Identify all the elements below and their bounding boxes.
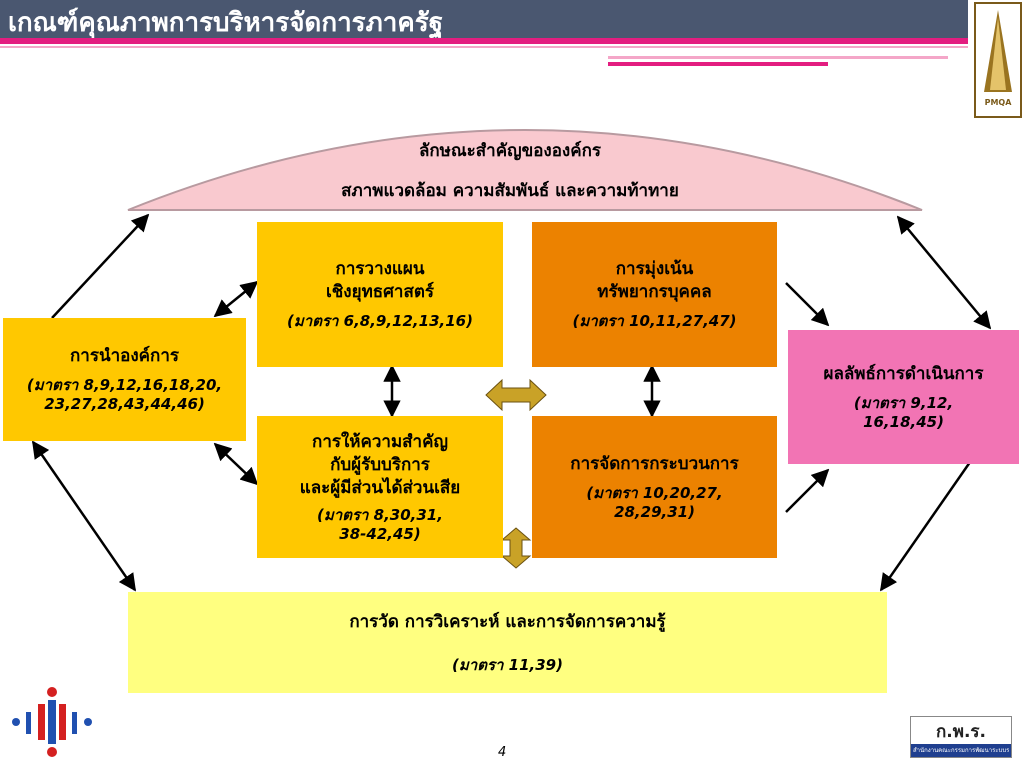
gold-double-arrow-horizontal [485, 378, 547, 412]
page-title: เกณฑ์คุณภาพการบริหารจัดการภาครัฐ [8, 8, 444, 38]
gold-double-arrow-vertical [500, 527, 532, 569]
process-ref-line1: (มาตรา 10,20,27, [586, 483, 723, 502]
arrow-measurement-results [879, 440, 986, 592]
customer-title-line3: และผู้มีส่วนได้ส่วนเสีย [299, 477, 461, 498]
org-profile-dome [127, 129, 923, 211]
opdc-logo-text: ก.พ.ร. [935, 722, 986, 742]
hr-title-line2: ทรัพยากรบุคคล [597, 282, 712, 302]
measurement-title: การวัด การวิเคราะห์ และการจัดการความรู้ [349, 611, 666, 632]
opdc-logo: ก.พ.ร. สำนักงานคณะกรรมการพัฒนาระบบราชการ [910, 716, 1012, 758]
measurement-ref: (มาตรา 11,39) [452, 655, 563, 674]
hr-title-line1: การมุ่งเน้น [615, 259, 694, 279]
customer-ref-line1: (มาตรา 8,30,31, [317, 505, 443, 524]
results-ref-line2: 16,18,45) [863, 412, 944, 431]
pmqa-tower-icon [984, 10, 1012, 92]
customer-title-line1: การให้ความสำคัญ [312, 431, 448, 452]
results-ref-line1: (มาตรา 9,12, [853, 393, 954, 412]
org-profile-subtitle: สภาพแวดล้อม ความสัมพันธ์ และความท้าทาย [341, 181, 679, 201]
planning-title-line1: การวางแผน [335, 259, 425, 279]
leadership-ref-line1: (มาตรา 8,9,12,16,18,20, [26, 376, 223, 394]
arrow-leadership-measurement [31, 440, 137, 592]
box-process-management[interactable]: การจัดการกระบวนการ (มาตรา 10,20,27, 28,2… [532, 416, 777, 558]
header-accent-line [0, 38, 968, 44]
customer-ref-line2: 38-42,45) [339, 524, 421, 543]
hr-ref: (มาตรา 10,11,27,47) [572, 312, 737, 330]
box-customer-focus[interactable]: การให้ความสำคัญ กับผู้รับบริการ และผู้มี… [257, 416, 503, 558]
arrow-leadership-to-dome [51, 213, 150, 319]
process-title: การจัดการกระบวนการ [570, 453, 739, 474]
box-leadership[interactable]: การนำองค์การ (มาตรา 8,9,12,16,18,20, 23,… [3, 318, 246, 441]
box-hr-focus[interactable]: การมุ่งเน้น ทรัพยากรบุคคล (มาตรา 10,11,2… [532, 222, 777, 367]
arrow-hr-to-results [785, 282, 830, 327]
arrow-leadership-customer [213, 442, 259, 486]
opdc-logo-caption: สำนักงานคณะกรรมการพัฒนาระบบราชการ [913, 747, 1009, 754]
planning-ref: (มาตรา 6,8,9,12,13,16) [287, 312, 473, 330]
planning-title-line2: เชิงยุทธศาสตร์ [325, 282, 435, 302]
page-number: 4 [498, 745, 507, 760]
results-title: ผลลัพธ์การดำเนินการ [823, 363, 984, 384]
arrow-process-to-results [785, 468, 830, 513]
header-divider-line-2 [608, 56, 948, 59]
opdc-logo-strip: สำนักงานคณะกรรมการพัฒนาระบบราชการ [911, 744, 1011, 757]
header-divider-line [0, 46, 968, 48]
box-measurement-analysis[interactable]: การวัด การวิเคราะห์ และการจัดการความรู้ … [128, 592, 887, 693]
box-strategic-planning[interactable]: การวางแผน เชิงยุทธศาสตร์ (มาตรา 6,8,9,12… [257, 222, 503, 367]
arrow-dome-to-results [896, 215, 992, 330]
leadership-title: การนำองค์การ [70, 346, 179, 366]
header-bar [0, 0, 968, 38]
header-divider-line-3 [608, 62, 828, 66]
org-emblem-icon [12, 687, 92, 757]
arrow-leadership-planning [213, 280, 259, 318]
org-profile-title: ลักษณะสำคัญขององค์กร [418, 141, 602, 161]
pmqa-logo-text: PMQA [984, 98, 1012, 107]
pmqa-logo: PMQA [974, 2, 1022, 118]
box-results[interactable]: ผลลัพธ์การดำเนินการ (มาตรา 9,12, 16,18,4… [788, 330, 1019, 464]
customer-title-line2: กับผู้รับบริการ [330, 454, 430, 475]
leadership-ref-line2: 23,27,28,43,44,46) [44, 395, 205, 413]
process-ref-line2: 28,29,31) [614, 502, 695, 521]
